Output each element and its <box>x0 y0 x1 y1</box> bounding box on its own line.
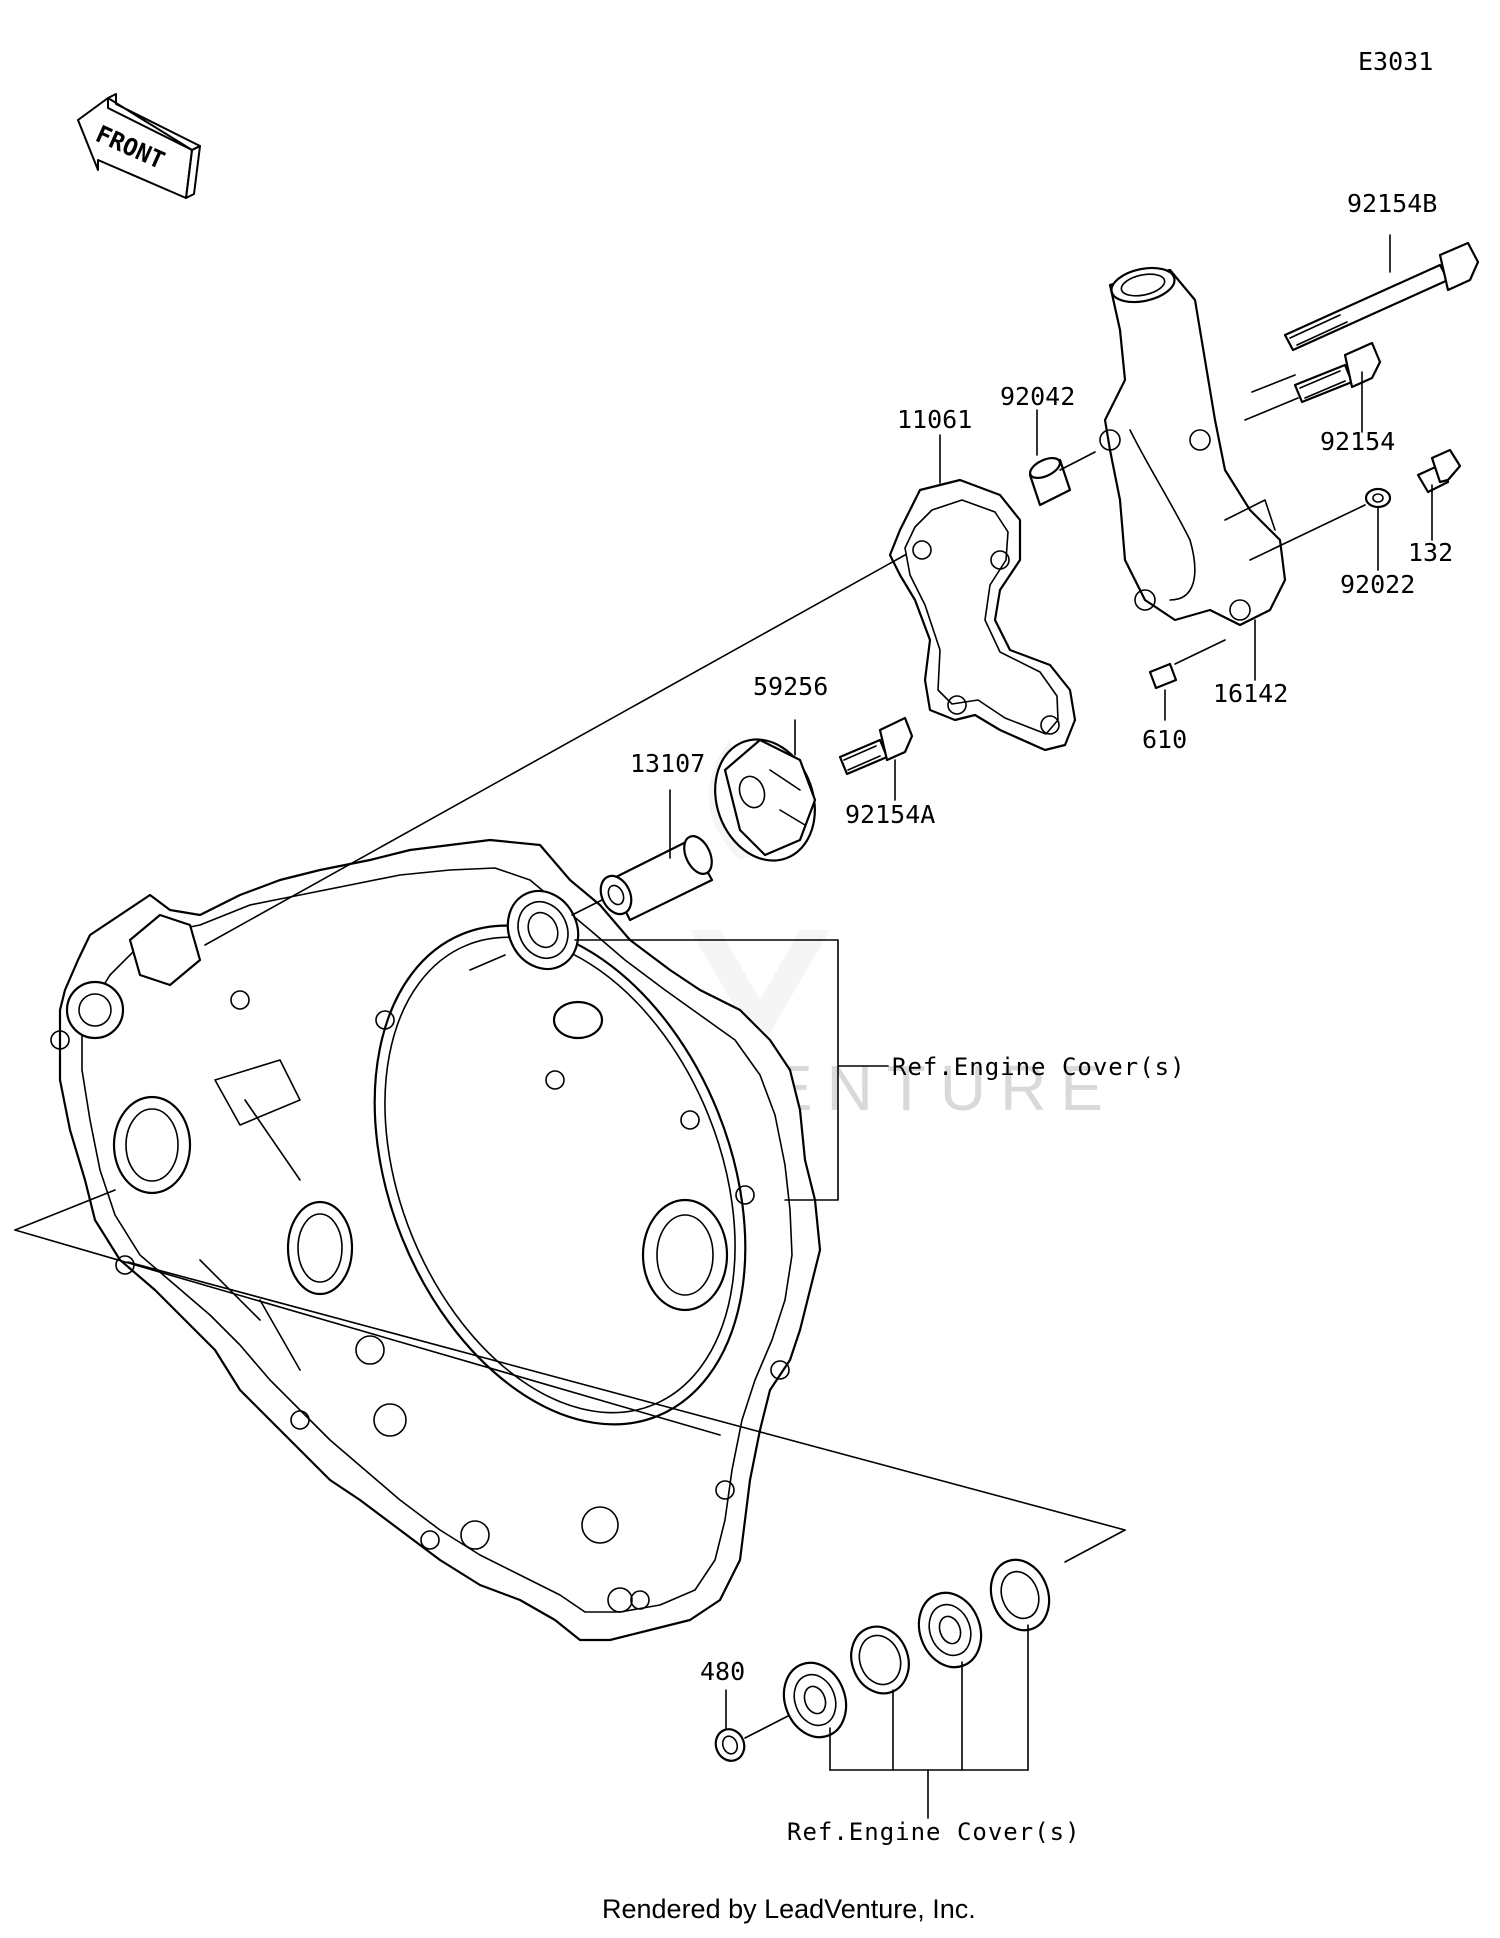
label-92154B: 92154B <box>1347 189 1437 218</box>
collar-92042 <box>1028 456 1072 507</box>
label-11061: 11061 <box>897 405 972 434</box>
label-92154A: 92154A <box>845 800 935 829</box>
bearing-lower-1 <box>782 1661 848 1739</box>
seal-upper <box>506 889 580 971</box>
bolt-92154 <box>1293 341 1382 404</box>
pump-cover-16142 <box>1099 266 1287 627</box>
diagram-code: E3031 <box>1358 47 1433 76</box>
front-arrow-icon: FRONT <box>77 93 201 199</box>
label-480: 480 <box>700 1657 745 1686</box>
label-132: 132 <box>1408 538 1453 567</box>
collar-lower-2 <box>850 1625 910 1695</box>
label-610: 610 <box>1142 725 1187 754</box>
label-59256: 59256 <box>753 672 828 701</box>
circlip-480 <box>714 1728 746 1762</box>
bolt-132 <box>1416 448 1462 494</box>
label-16142: 16142 <box>1213 679 1288 708</box>
shaft-13107 <box>599 835 714 922</box>
pin-610 <box>1148 662 1178 690</box>
footer-credit: Rendered by LeadVenture, Inc. <box>602 1894 976 1924</box>
bearing-lower-3 <box>917 1591 983 1669</box>
impeller-59256 <box>714 738 817 862</box>
ref-engine-cover-upper: Ref.Engine Cover(s) <box>892 1053 1186 1081</box>
bolt-92154B <box>1283 241 1480 352</box>
label-92042: 92042 <box>1000 382 1075 411</box>
ref-engine-cover-lower: Ref.Engine Cover(s) <box>787 1818 1081 1846</box>
label-92022: 92022 <box>1340 570 1415 599</box>
engine-cover <box>50 838 822 1642</box>
leader-lines <box>14 234 1433 1819</box>
seal-lower-4 <box>989 1558 1051 1632</box>
gasket-11061 <box>888 478 1077 752</box>
label-13107: 13107 <box>630 749 705 778</box>
label-92154: 92154 <box>1320 427 1395 456</box>
bolt-92154A <box>838 716 914 776</box>
washer-92022 <box>1364 487 1392 509</box>
